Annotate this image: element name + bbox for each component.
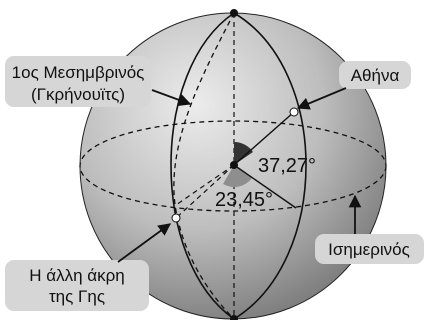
athens-meridian [233, 12, 307, 320]
meridian-label-box [5, 56, 151, 107]
latitude-angle-label: 37,27° [258, 155, 316, 177]
antipode-pointer-arrow [117, 223, 172, 263]
athens-label: Αθήνα [351, 66, 400, 85]
radius-to-antipode [175, 164, 235, 219]
prime-meridian [170, 12, 235, 320]
athens-label-box [339, 61, 411, 89]
equator-label: Ισημερινός [328, 240, 410, 259]
antipode-label-box [5, 260, 149, 311]
antipode-label-line2: της Γης [49, 287, 105, 306]
latitude-angle-wedge [234, 141, 253, 165]
meridian-label-line2: (Γκρήνουϊτς) [31, 85, 125, 104]
antipode-label-line1: Η άλλη άκρη [29, 266, 124, 285]
longitude-angle-label: 23,45° [215, 189, 273, 211]
meridian-pointer-arrow [151, 89, 192, 106]
prime-meridian-back [173, 12, 235, 320]
north-pole-dot [230, 9, 238, 17]
radius-to-equator [233, 164, 297, 209]
antipode-point [171, 213, 181, 223]
south-pole-dot [230, 315, 238, 320]
radius-to-prime-equator [175, 164, 235, 206]
equator-label-box [315, 234, 424, 264]
longitude-angle-wedge [223, 165, 252, 188]
equator-line [79, 120, 387, 212]
earth-center-dot [230, 161, 238, 169]
radius-to-athens [233, 111, 295, 166]
athens-pointer-arrow [296, 87, 347, 110]
athens-point [289, 107, 299, 117]
meridian-label-line1: 1ος Μεσημβρινός [12, 63, 145, 82]
